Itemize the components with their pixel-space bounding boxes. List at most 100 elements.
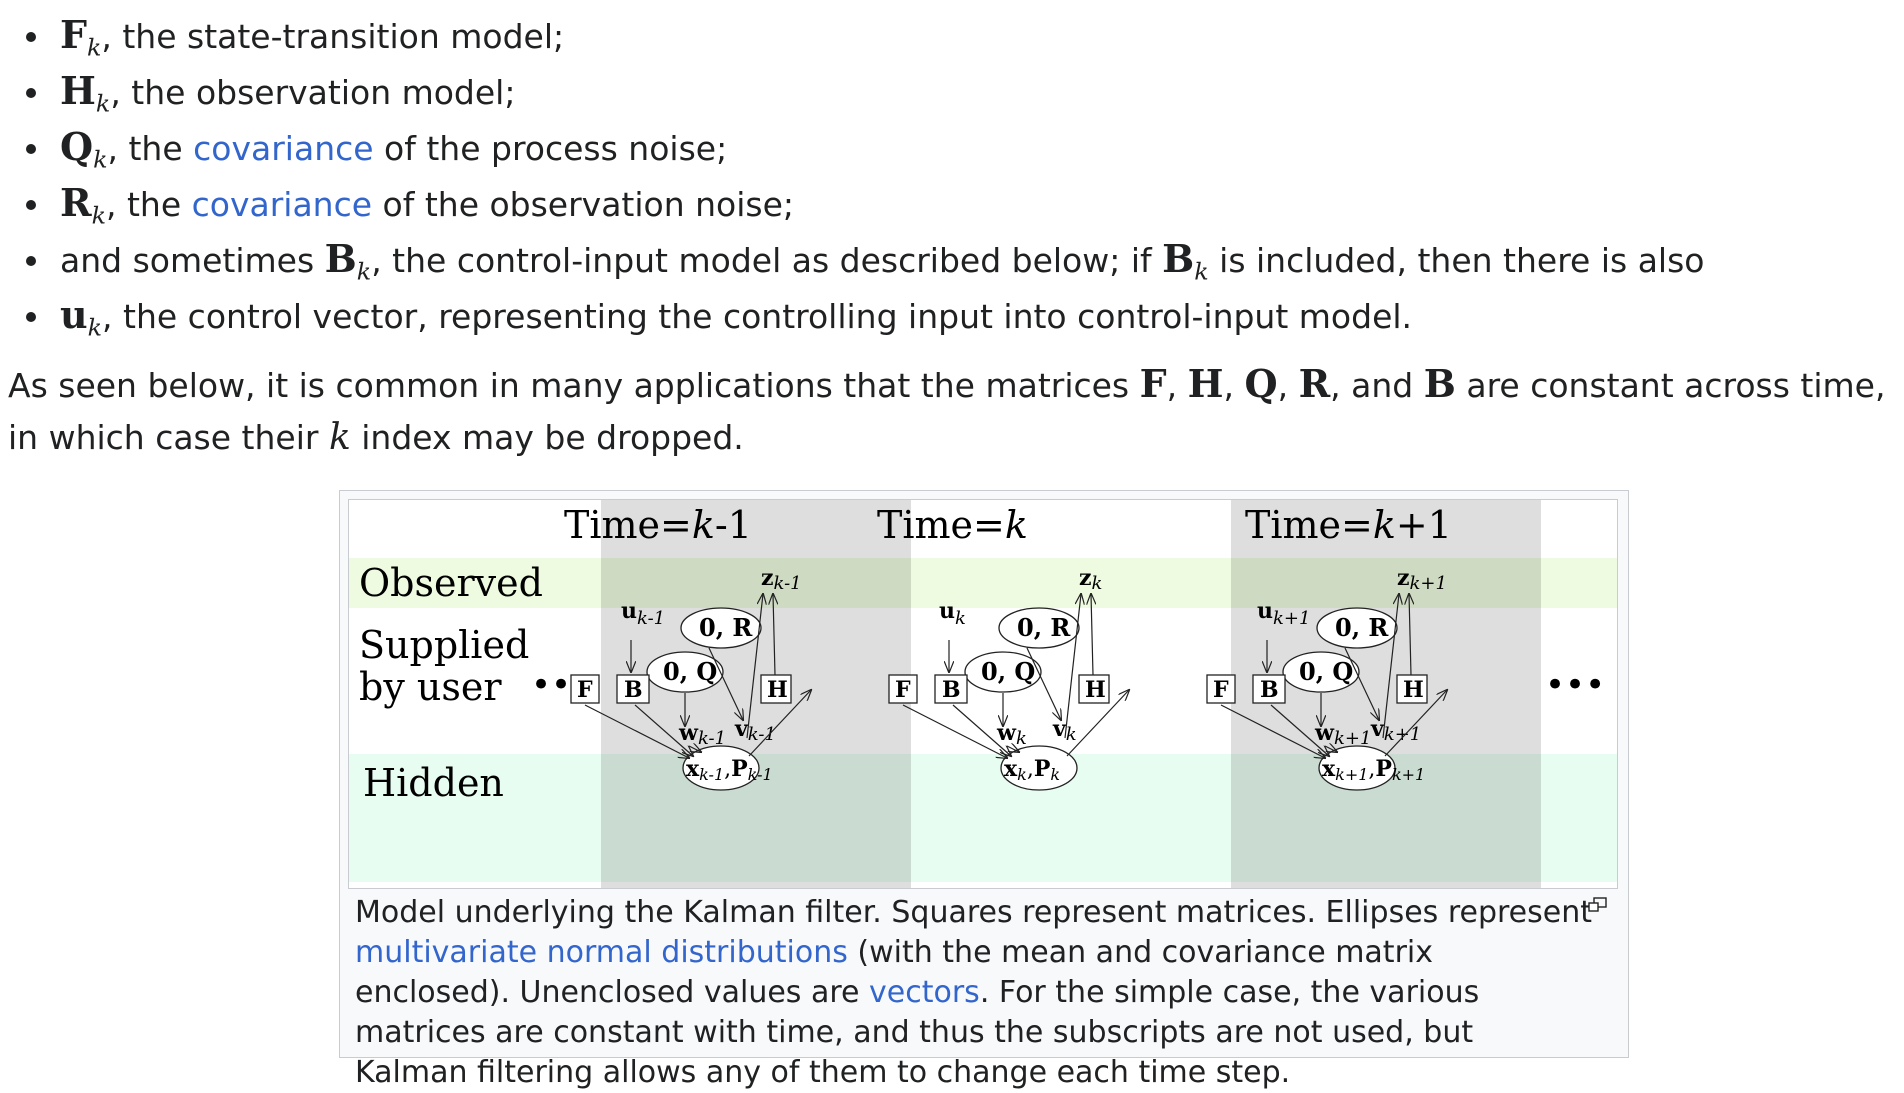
diagram-svg: Observed Supplied by user Hidden ••• •••… xyxy=(349,500,1617,888)
matrix-h: H xyxy=(767,677,788,703)
math-symbol: H xyxy=(1187,361,1224,406)
matrix-f-box xyxy=(570,674,600,704)
bullet-icon xyxy=(26,256,36,266)
covariance-link[interactable]: covariance xyxy=(191,185,373,224)
matrix-h: H xyxy=(1085,677,1106,703)
math-symbol: F xyxy=(60,12,87,57)
noise-r-ellipse xyxy=(680,607,762,649)
math-subscript: k xyxy=(93,145,108,174)
math-symbol: R xyxy=(1298,361,1331,406)
math-subscript: k xyxy=(1194,257,1209,286)
noise-q: 0, Q xyxy=(1299,657,1353,686)
time-header: Time=k+1 xyxy=(1245,503,1452,547)
magnify-clip-icon[interactable] xyxy=(1588,897,1608,913)
definition-text: of the observation noise; xyxy=(372,185,795,224)
paragraph-text: , xyxy=(1223,366,1245,405)
matrix-b: B xyxy=(1260,677,1279,703)
paragraph-text: , and xyxy=(1330,366,1424,405)
math-subscript: k xyxy=(86,33,102,62)
paragraph-text: , xyxy=(1277,366,1299,405)
definition-text: , the control vector, representing the c… xyxy=(102,297,1413,336)
math-subscript: k xyxy=(91,201,106,230)
time-header: Time=k xyxy=(877,503,1028,547)
list-item: uk, the control vector, representing the… xyxy=(0,290,1704,346)
matrix-h: H xyxy=(1403,677,1424,703)
control-u: uk+1 xyxy=(1257,598,1310,629)
matrix-b-box xyxy=(616,674,650,704)
kalman-diagram[interactable]: Observed Supplied by user Hidden ••• •••… xyxy=(348,499,1618,889)
matrix-f-box xyxy=(1206,674,1236,704)
row-label-supplied: by user xyxy=(359,665,502,709)
observation-z: zk-1 xyxy=(761,565,802,594)
definition-list: Fk, the state-transition model; Hk, the … xyxy=(0,10,1704,346)
matrix-h-box xyxy=(1078,674,1110,704)
definition-text: , the observation model; xyxy=(110,73,516,112)
process-noise-w: wk xyxy=(996,720,1027,749)
figure-caption: Model underlying the Kalman filter. Squa… xyxy=(355,893,1595,1093)
definition-text: is included, then there is also xyxy=(1208,241,1705,280)
math-symbol: R xyxy=(60,180,92,225)
state-ellipse xyxy=(682,745,760,791)
observation-z: zk+1 xyxy=(1397,565,1447,594)
noise-r: 0, R xyxy=(1335,613,1389,642)
paragraph-text: As seen below, it is common in many appl… xyxy=(8,366,1140,405)
time-header: Time=k-1 xyxy=(564,503,752,547)
list-item: Qk, the covariance of the process noise; xyxy=(0,122,1704,178)
row-label-hidden: Hidden xyxy=(363,761,504,805)
list-item: and sometimes Bk, the control-input mode… xyxy=(0,234,1704,290)
multivariate-normal-link[interactable]: multivariate normal distributions xyxy=(355,935,848,970)
math-symbol: B xyxy=(1423,361,1456,406)
definition-text: , the state-transition model; xyxy=(101,17,565,56)
noise-r-ellipse xyxy=(1316,607,1398,649)
paragraph-text: are constant across time, in which case … xyxy=(8,366,1886,457)
bullet-icon xyxy=(26,200,36,210)
matrix-f: F xyxy=(577,677,593,703)
definition-text: and sometimes xyxy=(60,241,325,280)
covariance-link[interactable]: covariance xyxy=(193,129,374,168)
math-subscript: k xyxy=(95,89,111,118)
matrix-h-box xyxy=(1396,674,1428,704)
matrix-f: F xyxy=(1213,677,1229,703)
matrix-f: F xyxy=(895,677,911,703)
math-symbol: F xyxy=(1139,361,1167,406)
bullet-icon xyxy=(26,32,36,42)
noise-q: 0, Q xyxy=(981,657,1035,686)
definition-text: of the process noise; xyxy=(373,129,728,168)
definition-text: , the xyxy=(107,129,194,168)
control-u: uk xyxy=(939,598,966,629)
definition-text: , the xyxy=(106,185,192,224)
noise-q-ellipse xyxy=(646,651,724,693)
matrix-b-box xyxy=(1252,674,1286,704)
state-xp: xk,Pk xyxy=(1004,756,1060,784)
paragraph-text: index may be dropped. xyxy=(350,418,744,457)
figure-thumbnail: Observed Supplied by user Hidden ••• •••… xyxy=(339,490,1629,1090)
caption-text: (with the mean and covariance matrix enc… xyxy=(355,935,1433,1010)
vectors-link[interactable]: vectors xyxy=(869,975,980,1010)
caption-text: Model underlying the Kalman filter. Squa… xyxy=(355,895,1592,930)
matrix-f-box xyxy=(888,674,918,704)
math-symbol: B xyxy=(1162,236,1195,281)
hidden-band xyxy=(349,754,1617,882)
state-ellipse xyxy=(1000,745,1078,791)
matrix-b: B xyxy=(942,677,961,703)
list-item: Fk, the state-transition model; xyxy=(0,10,1704,66)
noise-r: 0, R xyxy=(699,613,753,642)
observation-noise-v: vk xyxy=(1052,716,1077,745)
bullet-icon xyxy=(26,312,36,322)
noise-r-ellipse xyxy=(998,607,1080,649)
observation-z: zk xyxy=(1079,565,1102,594)
math-symbol: B xyxy=(324,236,357,281)
math-subscript: k xyxy=(87,313,103,342)
bullet-icon xyxy=(26,88,36,98)
body-paragraph: As seen below, it is common in many appl… xyxy=(8,358,1898,464)
bullet-icon xyxy=(26,144,36,154)
state-xp: xk+1,Pk+1 xyxy=(1322,756,1425,784)
math-symbol: Q xyxy=(1244,361,1278,406)
state-xp: xk-1,Pk-1 xyxy=(686,756,773,784)
noise-r: 0, R xyxy=(1017,613,1071,642)
list-item: Hk, the observation model; xyxy=(0,66,1704,122)
